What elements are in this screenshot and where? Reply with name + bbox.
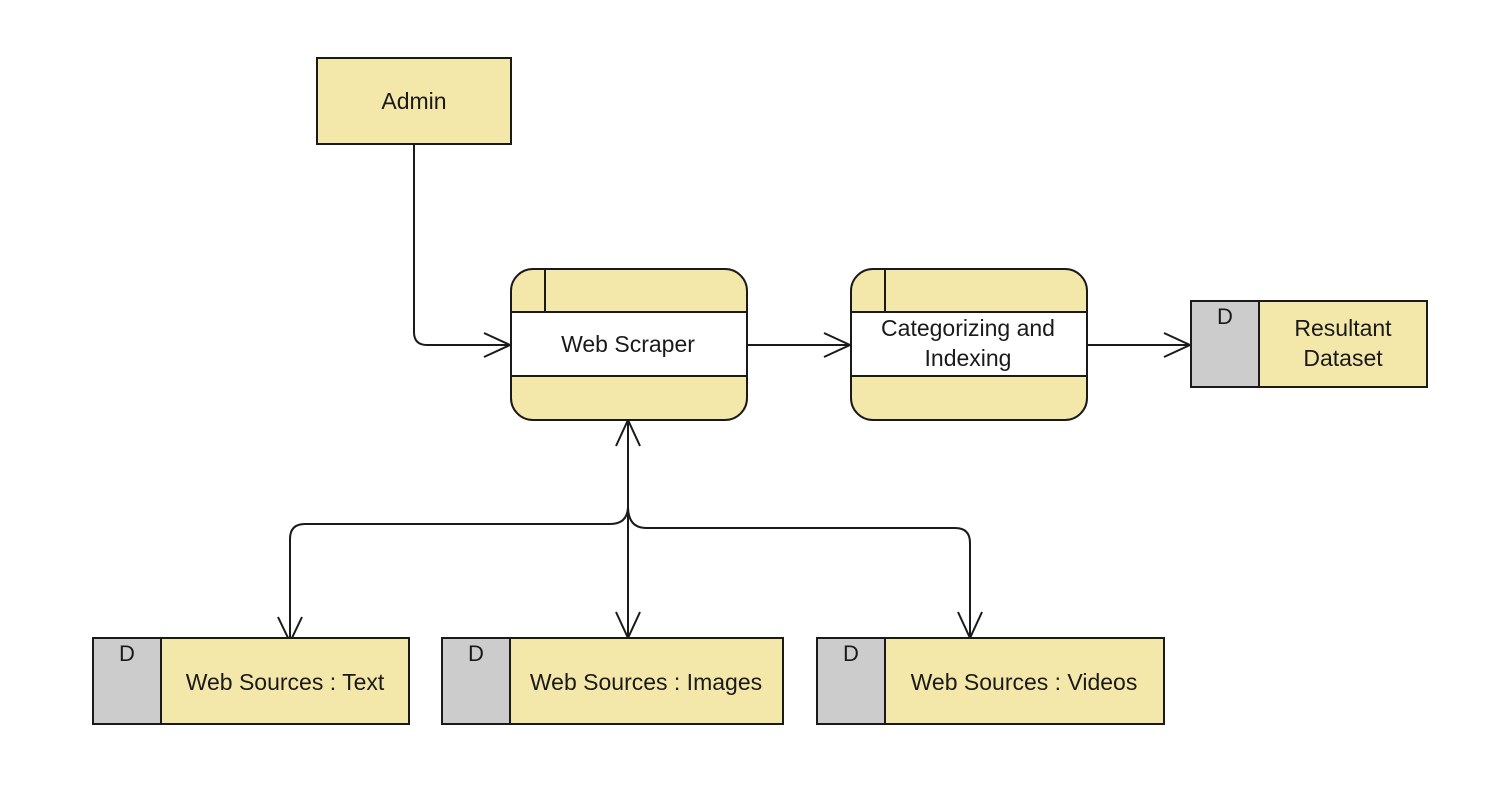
flow-to-videos-source — [627, 505, 971, 638]
categorizing-process[interactable]: Categorizing and Indexing — [850, 268, 1088, 421]
text-store-id: D — [119, 641, 135, 666]
categorizing-band — [850, 311, 1088, 377]
web-scraper-process[interactable]: Web Scraper — [510, 268, 748, 421]
images-store-label: Web Sources : Images — [530, 669, 762, 695]
web-scraper-band — [510, 311, 748, 377]
web-scraper-label: Web Scraper — [561, 331, 695, 357]
admin-label: Admin — [381, 88, 446, 114]
resultant-dataset-store[interactable]: D Resultant Dataset — [1190, 300, 1428, 388]
resultant-label-line2: Dataset — [1303, 345, 1383, 371]
resultant-store-id-cell — [1190, 300, 1260, 388]
text-store-id-cell — [92, 637, 162, 725]
flow-to-text-source — [289, 505, 629, 642]
flow-admin-to-scraper — [413, 144, 510, 346]
web-sources-images-store[interactable]: D Web Sources : Images — [441, 637, 784, 725]
videos-store-label: Web Sources : Videos — [911, 669, 1138, 695]
web-sources-text-store[interactable]: D Web Sources : Text — [92, 637, 410, 725]
images-store-id: D — [468, 641, 484, 666]
admin-entity[interactable]: Admin — [316, 57, 512, 145]
resultant-store-id: D — [1217, 304, 1233, 329]
videos-store-id-cell — [816, 637, 886, 725]
categorizing-label-line1: Categorizing and — [881, 315, 1055, 341]
videos-store-id: D — [843, 641, 859, 666]
text-store-label: Web Sources : Text — [186, 669, 385, 695]
admin-box — [316, 57, 512, 145]
images-store-id-cell — [441, 637, 511, 725]
categorizing-label-line2: Indexing — [925, 345, 1012, 371]
web-sources-videos-store[interactable]: D Web Sources : Videos — [816, 637, 1165, 725]
resultant-label-line1: Resultant — [1294, 315, 1392, 341]
